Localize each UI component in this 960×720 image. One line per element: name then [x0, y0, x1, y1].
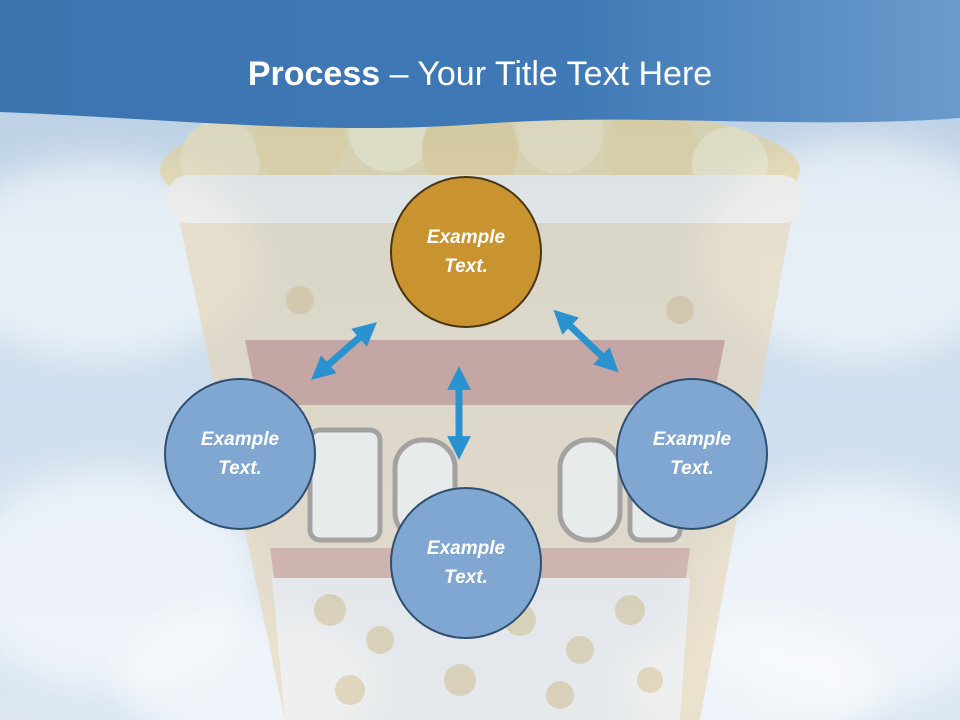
title-rest: Your Title Text Here	[417, 55, 713, 93]
circle-bottom-line1: Example	[426, 538, 506, 559]
header-band	[0, 0, 960, 129]
arrow-top-right	[553, 309, 619, 373]
title-dash: –	[380, 55, 418, 93]
slide-title: Process – Your Title Text Here	[0, 54, 960, 94]
title-bold: Process	[247, 55, 381, 93]
circle-left-line2: Text.	[218, 458, 262, 479]
circle-right-line2: Text.	[670, 458, 714, 479]
circle-right-line1: Example	[652, 429, 732, 450]
circle-left-line1: Example	[200, 429, 280, 450]
arrow-top-left	[311, 322, 377, 380]
circle-bottom-line2: Text.	[444, 567, 488, 588]
circle-top-line1: Example	[426, 227, 506, 248]
circle-top-line2: Text.	[444, 256, 488, 277]
